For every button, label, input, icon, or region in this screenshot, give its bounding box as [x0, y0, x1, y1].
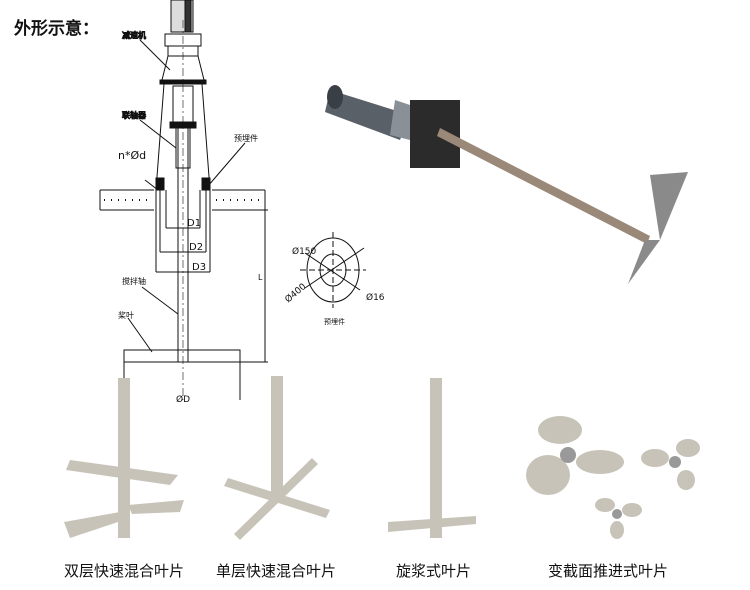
label-d1: D1: [187, 218, 201, 229]
flange-drawing: Ø150 Ø400 Ø16 预埋件: [283, 232, 385, 326]
caption-single-layer: 单层快速混合叶片: [216, 562, 337, 580]
caption-double-layer: 双层快速混合叶片: [64, 562, 185, 580]
label-bolt: n*Ød: [118, 149, 146, 162]
caption-propeller: 旋浆式叶片: [396, 562, 472, 580]
label-coupling: 联轴器: [122, 110, 146, 120]
label-reducer: 减速机: [122, 30, 146, 40]
label-flange-outer: Ø400: [283, 281, 309, 305]
caption-variable-section: 变截面推进式叶片: [548, 562, 669, 580]
label-flange-inner: Ø150: [292, 246, 317, 257]
label-flange-hole: Ø16: [366, 292, 385, 303]
label-flange: 预埋件: [324, 317, 345, 326]
impeller-propeller-blade: [388, 378, 476, 538]
label-length: L: [258, 273, 263, 282]
page-title: 外形示意：: [14, 19, 99, 39]
label-embedded: 预埋件: [234, 133, 258, 143]
label-d2: D2: [189, 242, 203, 253]
mixer-drawing: 减速机 联轴器 n*Ød 预埋件 D1 D2 D3 L 搅拌轴 桨叶 ØD Ø1…: [64, 0, 700, 540]
impeller-double-layer: [64, 378, 184, 538]
mixer-photo: [325, 85, 688, 284]
label-shaft: 搅拌轴: [122, 276, 146, 286]
impeller-single-layer: [224, 376, 330, 540]
label-blade: 桨叶: [118, 310, 134, 320]
label-d3: D3: [192, 262, 206, 273]
label-diameter: ØD: [176, 394, 190, 405]
impeller-variable-section: [526, 416, 700, 539]
